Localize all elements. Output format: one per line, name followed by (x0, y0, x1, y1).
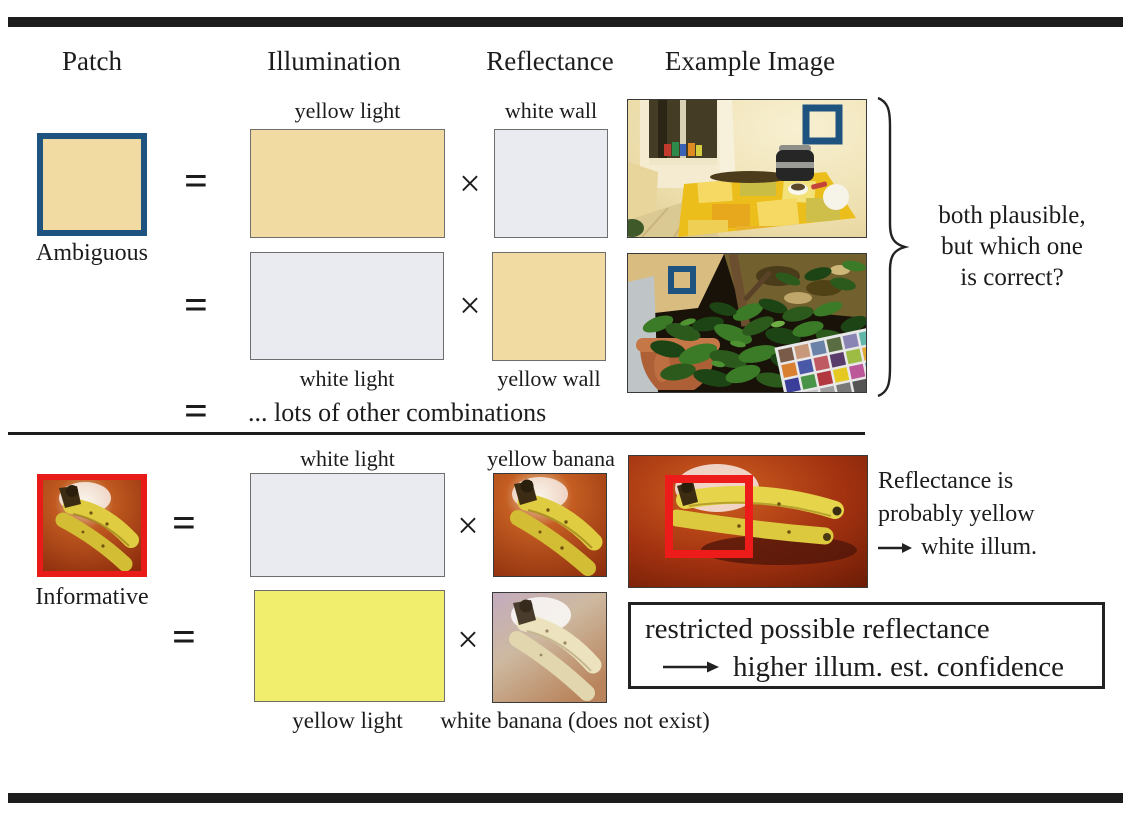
right-arrow-icon (663, 661, 719, 673)
inf-row1-illumination-swatch (250, 473, 445, 577)
row1-illumination-label: yellow light (294, 98, 401, 123)
row1-illumination-swatch (250, 129, 445, 238)
note-line2: probably yellow (878, 501, 1035, 527)
note-line3: white illum. (921, 534, 1037, 560)
times-sign: × (459, 163, 481, 205)
header-example-image: Example Image (664, 46, 836, 76)
reflectance-note: Reflectance is probably yellow white ill… (878, 465, 1128, 564)
ambiguous-label: Ambiguous (35, 240, 148, 266)
informative-label: Informative (35, 584, 149, 610)
brace-note: both plausible, but which one is correct… (912, 200, 1112, 293)
inf-row1-reflectance-label: yellow banana (487, 446, 615, 471)
right-arrow-icon (878, 542, 912, 553)
conclusion-box: restricted possible reflectance higher i… (628, 602, 1105, 689)
inf-row2-illumination-swatch (254, 590, 445, 702)
bottom-rule (8, 793, 1123, 803)
row2-reflectance-swatch (492, 252, 606, 361)
brace-note-line3: is correct? (960, 264, 1064, 291)
times-sign: × (459, 285, 481, 327)
inf-row2-illumination-label: yellow light (292, 708, 403, 733)
equals-sign: = (184, 159, 208, 205)
times-sign: × (457, 505, 479, 547)
patch-marker-blue (668, 266, 696, 294)
conclusion-line1: restricted possible reflectance (645, 613, 990, 645)
patch-marker-red (665, 475, 753, 558)
note-line1: Reflectance is (878, 468, 1014, 494)
inf-row2-reflectance-label: white banana (does not exist) (440, 708, 710, 733)
brace-note-line1: both plausible, (938, 202, 1086, 229)
informative-patch (37, 474, 147, 577)
times-sign: × (457, 619, 479, 661)
row2-illumination-label: white light (299, 366, 395, 391)
brace-icon (872, 96, 910, 398)
brace-note-line2: but which one (941, 233, 1083, 260)
yellow-banana-photo (493, 473, 607, 577)
row1-reflectance-label: white wall (504, 98, 598, 123)
row1-reflectance-swatch (494, 129, 608, 238)
header-illumination: Illumination (267, 46, 401, 76)
equals-sign: = (184, 283, 208, 329)
kitchen-photo (627, 99, 867, 238)
color-checker (774, 326, 866, 392)
section-divider (8, 432, 865, 435)
header-reflectance: Reflectance (486, 46, 614, 76)
equals-sign: = (172, 501, 196, 547)
banana-example-photo (628, 455, 868, 588)
white-banana-photo (492, 592, 607, 703)
top-rule (8, 17, 1123, 27)
header-patch: Patch (62, 46, 122, 76)
inf-row1-illumination-label: white light (300, 446, 395, 471)
equals-sign: = (172, 615, 196, 661)
ambiguous-patch (37, 133, 147, 236)
patch-marker-blue (802, 104, 843, 145)
row2-illumination-swatch (250, 252, 444, 360)
equals-sign: = (184, 389, 208, 435)
plant-photo (627, 253, 867, 393)
conclusion-line2: higher illum. est. confidence (733, 651, 1064, 683)
other-combinations-text: ... lots of other combinations (248, 398, 547, 427)
row2-reflectance-label: yellow wall (497, 366, 601, 391)
